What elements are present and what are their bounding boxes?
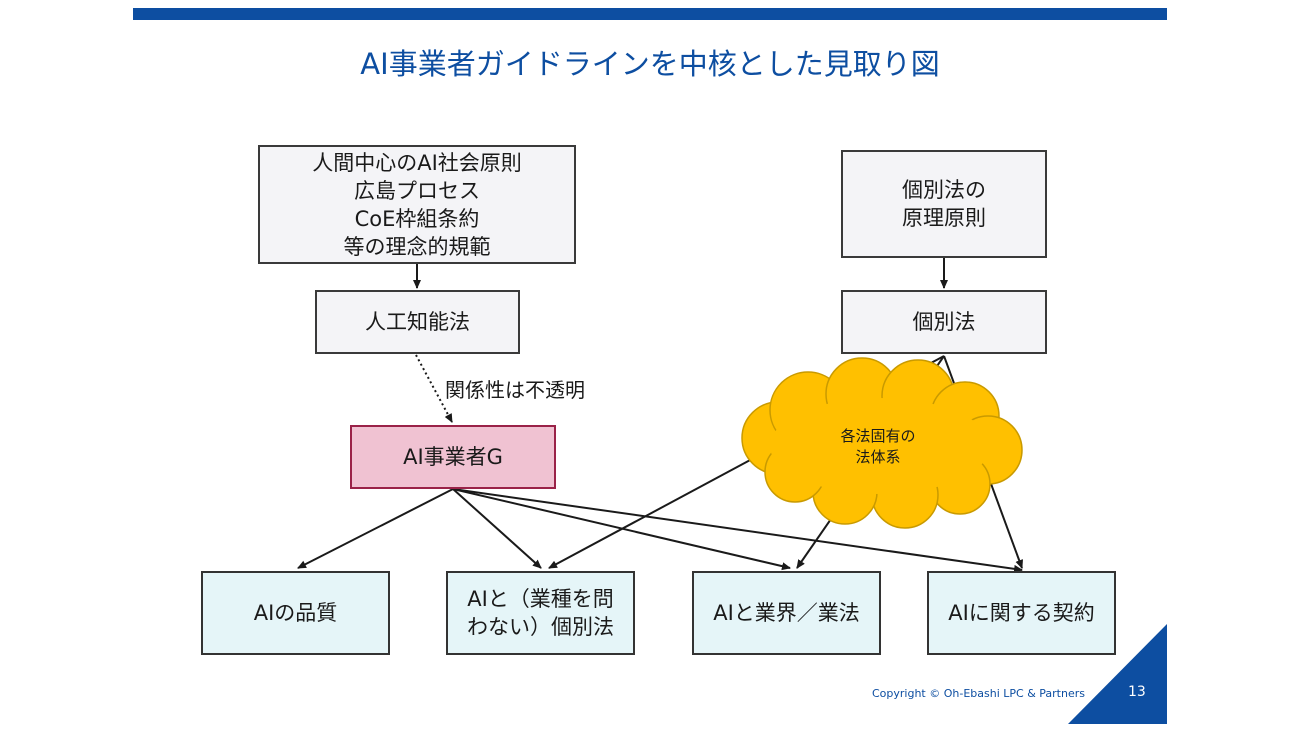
box-ai-guideline: AI事業者G bbox=[350, 425, 556, 489]
page-title: AI事業者ガイドラインを中核とした見取り図 bbox=[360, 47, 940, 81]
cloud-fill bbox=[770, 398, 990, 494]
page-number: 13 bbox=[1128, 684, 1146, 700]
copyright-text: Copyright © Oh-Ebashi LPC & Partners bbox=[872, 687, 1085, 700]
corner-triangle bbox=[1068, 624, 1167, 724]
box-general-law: AIと（業種を問 わない）個別法 bbox=[446, 571, 635, 655]
arrow-g-to-contract bbox=[452, 488, 1023, 573]
box-principles: 人間中心のAI社会原則 広島プロセス CoE枠組条約 等の理念的規範 bbox=[258, 145, 576, 264]
arrow-g-to-quality bbox=[297, 488, 454, 569]
box-individual-principles: 個別法の 原理原則 bbox=[841, 150, 1047, 258]
box-quality: AIの品質 bbox=[201, 571, 390, 655]
box-industry-law: AIと業界／業法 bbox=[692, 571, 881, 655]
opaque-relationship-label: 関係性は不透明 bbox=[445, 378, 585, 402]
box-contract: AIに関する契約 bbox=[927, 571, 1116, 655]
arrow-g-to-general bbox=[452, 488, 542, 569]
cloud-label: 各法固有の 法体系 bbox=[840, 427, 916, 466]
box-individual-law: 個別法 bbox=[841, 290, 1047, 354]
top-accent-bar bbox=[133, 8, 1167, 20]
box-ai-law: 人工知能法 bbox=[315, 290, 520, 354]
